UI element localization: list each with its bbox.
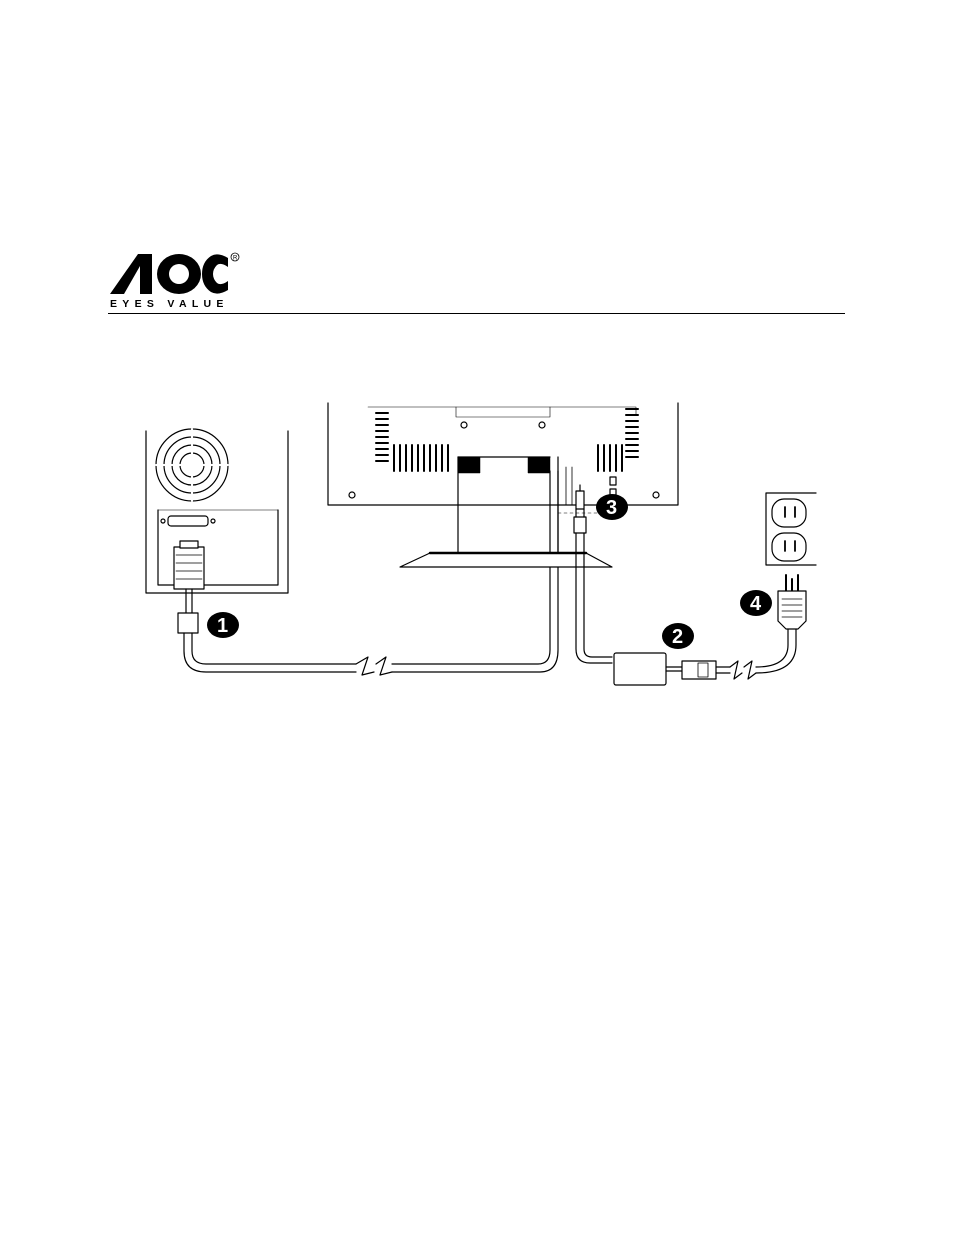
aoc-logo-mark: R (108, 248, 243, 300)
step-badge-3: 3 (596, 494, 628, 520)
step-badge-4: 4 (740, 590, 772, 616)
monitor-rear-illustration (328, 403, 678, 567)
power-plug (778, 575, 806, 629)
step-badge-2: 2 (662, 623, 694, 649)
wall-outlet (766, 493, 816, 565)
step-number-4: 4 (750, 593, 762, 615)
logo-tagline: EYES VALUE (110, 298, 229, 310)
svg-text:R: R (233, 256, 238, 262)
step-number-3: 3 (606, 497, 617, 519)
header-divider (108, 313, 845, 314)
power-adapter (614, 627, 796, 685)
step-badge-1: 1 (207, 612, 239, 638)
step-number-1: 1 (217, 615, 228, 637)
signal-cable (356, 471, 558, 675)
vga-plug (174, 541, 356, 672)
connection-diagram: 1 2 3 4 (130, 395, 830, 705)
computer-rear-illustration (146, 429, 288, 593)
step-number-2: 2 (672, 626, 683, 648)
